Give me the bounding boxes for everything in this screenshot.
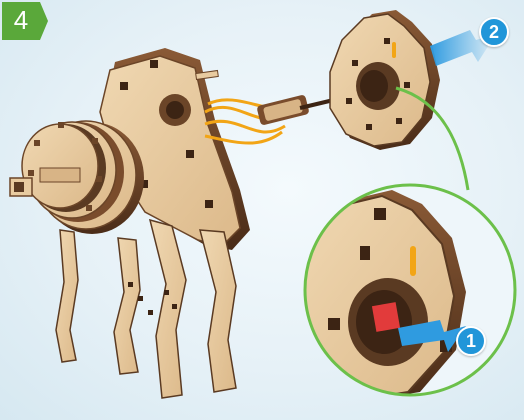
drive-shaft: [256, 94, 342, 126]
legs: [56, 220, 236, 398]
step-number: 4: [2, 5, 40, 35]
callout-1: 1: [456, 326, 486, 356]
callout-2: 2: [479, 17, 509, 47]
zoom-detail: [302, 185, 515, 400]
gear-stack: [10, 121, 144, 234]
red-key-piece: [372, 302, 400, 332]
wooden-wheel-part: [330, 10, 440, 150]
step-badge: 4: [2, 2, 48, 40]
